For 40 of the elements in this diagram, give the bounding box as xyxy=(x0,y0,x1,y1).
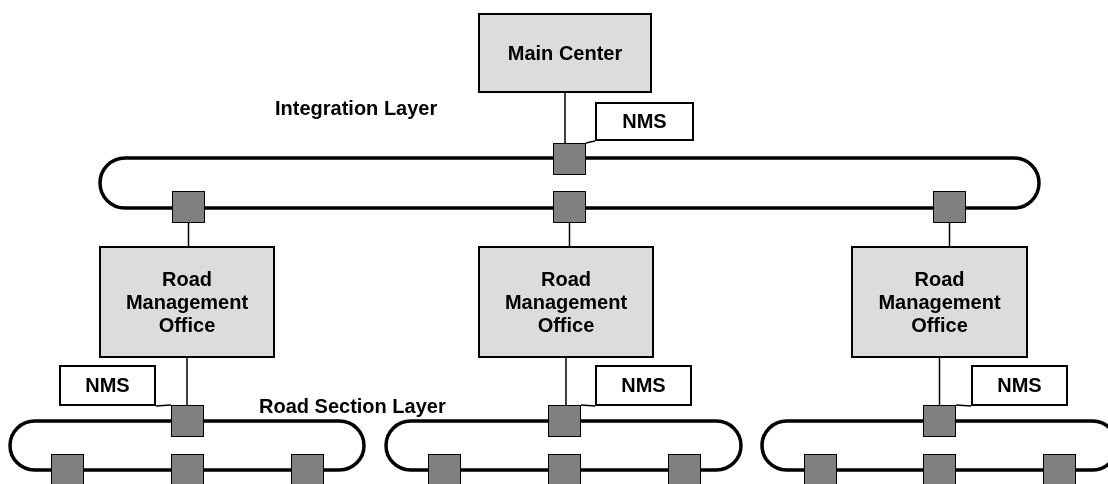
node-square xyxy=(51,454,84,484)
leader-line xyxy=(155,404,172,407)
connector-line xyxy=(187,222,190,247)
office-box: Road Management Office xyxy=(851,246,1028,358)
connector-line xyxy=(564,92,566,144)
office-box: Main Center xyxy=(478,13,652,93)
node-square xyxy=(923,405,956,437)
nms-box: NMS xyxy=(59,365,156,406)
node-square xyxy=(171,454,204,484)
ring-line xyxy=(384,419,743,472)
connector-line xyxy=(565,357,567,406)
layer-label: Road Section Layer xyxy=(259,395,446,418)
node-square xyxy=(933,191,966,223)
leader-line xyxy=(580,404,596,407)
node-square xyxy=(553,143,586,175)
connector-line xyxy=(568,222,571,247)
node-square xyxy=(548,405,581,437)
node-square xyxy=(923,454,956,484)
connector-line xyxy=(948,222,951,247)
nms-box: NMS xyxy=(971,365,1068,406)
connector-line xyxy=(938,357,941,406)
node-square xyxy=(548,454,581,484)
node-square xyxy=(668,454,701,484)
node-square xyxy=(428,454,461,484)
layer-label: Integration Layer xyxy=(275,97,438,120)
connector-line xyxy=(186,357,188,406)
node-square xyxy=(553,191,586,223)
node-square xyxy=(804,454,837,484)
office-box: Road Management Office xyxy=(99,246,275,358)
ring-line xyxy=(760,419,1108,472)
leader-line xyxy=(955,404,972,407)
node-square xyxy=(1043,454,1076,484)
node-square xyxy=(172,191,205,223)
node-square xyxy=(291,454,324,484)
ring-line xyxy=(8,419,366,472)
leader-line xyxy=(585,140,596,144)
nms-box: NMS xyxy=(595,365,692,406)
office-box: Road Management Office xyxy=(478,246,654,358)
node-square xyxy=(171,405,204,437)
nms-box: NMS xyxy=(595,102,694,141)
